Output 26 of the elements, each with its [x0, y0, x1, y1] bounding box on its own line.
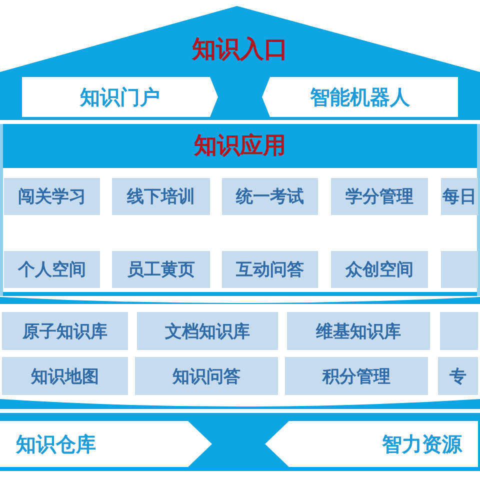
- module-tile: 原子知识库: [2, 312, 128, 350]
- module-tile: 专: [438, 357, 478, 395]
- module-tile: 学分管理: [331, 178, 428, 215]
- module-tile: 积分管理: [285, 357, 428, 395]
- module-tile: 知识地图: [2, 357, 128, 395]
- module-tile: 统一考试: [222, 178, 318, 215]
- module-tile: 线下培训: [112, 178, 210, 215]
- module-tile: [441, 251, 478, 288]
- arrow-tab: 智能机器人: [262, 77, 458, 117]
- module-tile: [440, 312, 478, 350]
- arrow-tab: 智力资源: [265, 421, 478, 467]
- module-tile: 个人空间: [4, 251, 100, 288]
- section-title: 知识应用: [194, 132, 286, 160]
- section-panel: [0, 124, 480, 296]
- module-tile: 维基知识库: [287, 312, 430, 350]
- module-tile: 闯关学习: [4, 178, 100, 215]
- arrow-tab: 知识门户: [22, 77, 218, 117]
- arrow-tab: 知识仓库: [0, 421, 212, 467]
- section-title: 知识入口: [192, 36, 288, 65]
- roof-section: [0, 6, 480, 120]
- module-tile: 员工黄页: [112, 251, 210, 288]
- module-tile: 众创空间: [331, 251, 428, 288]
- module-tile: 文档知识库: [137, 312, 278, 350]
- module-tile: 知识问答: [135, 357, 278, 395]
- module-tile: 每日: [441, 178, 478, 215]
- module-tile: 互动问答: [222, 251, 318, 288]
